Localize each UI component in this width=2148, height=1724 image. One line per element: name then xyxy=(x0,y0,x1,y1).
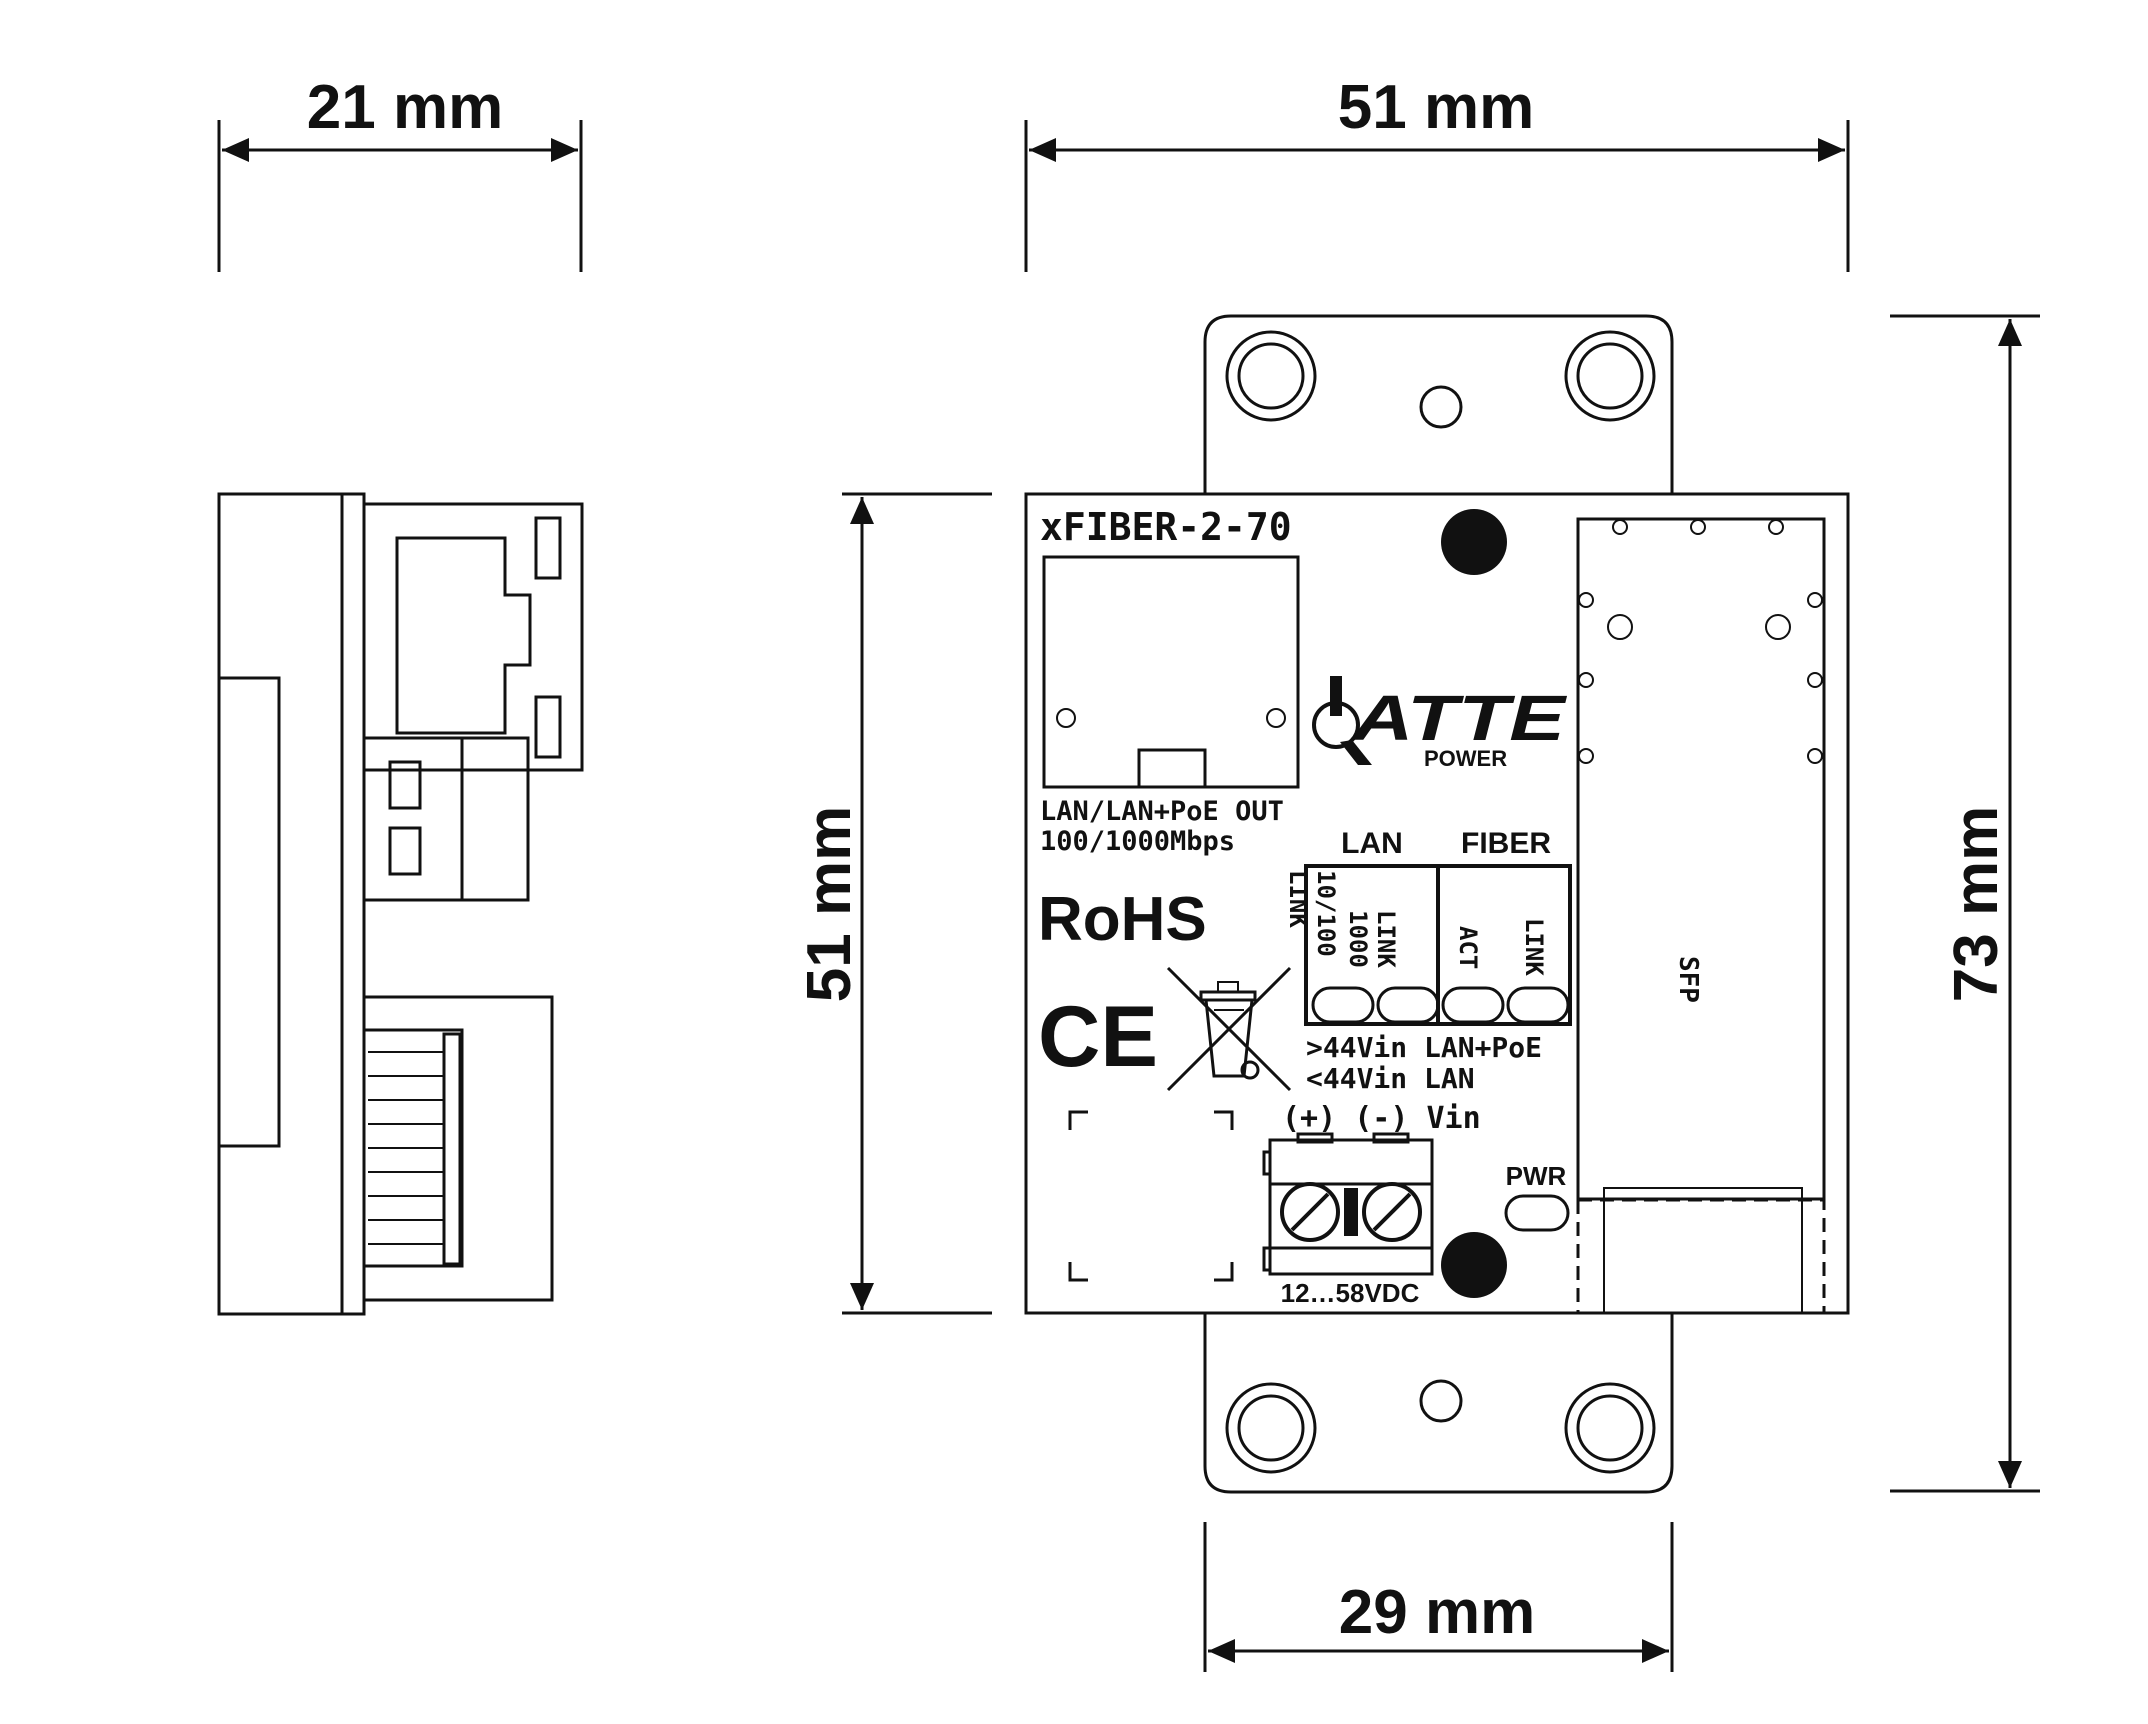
crossed-out-bin-icon xyxy=(1166,966,1292,1092)
dimension-side-width: 21 mm xyxy=(217,73,583,272)
dimension-total-height: 73 mm xyxy=(1890,314,2040,1493)
voltage-range: 12…58VDC xyxy=(1281,1278,1420,1308)
pwr-led xyxy=(1504,1194,1570,1232)
mounting-hole-top xyxy=(1441,509,1507,575)
mounting-hole-bottom xyxy=(1441,1232,1507,1298)
terminal-block xyxy=(1262,1132,1434,1276)
terminal-screw-minus xyxy=(1362,1182,1422,1242)
total-height-label: 73 mm xyxy=(1942,806,2011,1002)
led-group-fiber: FIBER xyxy=(1461,827,1551,860)
bottom-bracket xyxy=(1203,1313,1674,1494)
led-label-1000-link: LINK1000 xyxy=(1344,910,1400,968)
logo-subtext: POWER xyxy=(1424,746,1507,771)
dimension-bracket-width: 29 mm xyxy=(1203,1522,1674,1672)
led-panel: 10/100LINK LINK1000 ACT LINK xyxy=(1284,864,1572,1026)
led-link xyxy=(1506,986,1570,1024)
side-view xyxy=(217,492,584,1316)
led-label-10-100-link: 10/100LINK xyxy=(1284,870,1340,957)
terminal-label: (+) (-) Vin xyxy=(1282,1101,1481,1136)
mode-line2: <44Vin LAN xyxy=(1306,1062,1475,1095)
front-height-label: 51 mm xyxy=(795,806,864,1002)
dimension-front-height: 51 mm xyxy=(795,492,992,1315)
rj45-port xyxy=(1042,555,1300,789)
terminal-screw-plus xyxy=(1280,1182,1340,1242)
led-act xyxy=(1441,986,1505,1024)
led-label-act: ACT xyxy=(1454,926,1482,969)
ce-mark-icon: CE xyxy=(1038,989,1158,1085)
rj45-label-line1: LAN/LAN+PoE OUT xyxy=(1040,796,1284,827)
sfp-label: SFP xyxy=(1673,956,1703,1003)
side-width-label: 21 mm xyxy=(307,73,503,142)
led-10-100-link xyxy=(1311,986,1375,1024)
pwr-label: PWR xyxy=(1506,1161,1567,1191)
rj45-label-line2: 100/1000Mbps xyxy=(1040,826,1235,857)
sfp-side-fins xyxy=(368,1051,444,1245)
front-width-label: 51 mm xyxy=(1338,73,1534,142)
logo-text: ATTE xyxy=(1350,682,1568,754)
rohs-mark: RoHS xyxy=(1038,885,1207,954)
sfp-module: SFP xyxy=(1576,517,1826,1315)
mode-line1: >44Vin LAN+PoE xyxy=(1306,1031,1542,1064)
dimension-front-width: 51 mm xyxy=(1024,73,1850,272)
bracket-width-label: 29 mm xyxy=(1339,1578,1535,1647)
led-group-lan: LAN xyxy=(1341,827,1403,860)
label-area-corners xyxy=(1068,1110,1234,1282)
top-bracket xyxy=(1203,314,1674,494)
atte-logo-icon: ATTE POWER xyxy=(1312,676,1568,771)
model-name: xFIBER-2-70 xyxy=(1040,505,1292,549)
front-view: xFIBER-2-70 LAN/LAN+PoE OUT 100/1000Mbps… xyxy=(1024,314,1850,1494)
led-label-link: LINK xyxy=(1520,918,1548,976)
led-1000-link xyxy=(1376,986,1440,1024)
